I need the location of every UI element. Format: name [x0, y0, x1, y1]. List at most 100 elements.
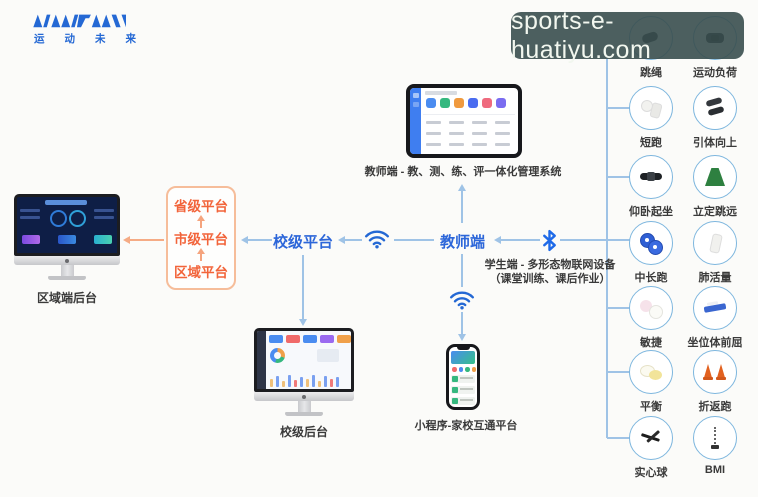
tablet-cell — [426, 143, 441, 146]
phone-app-icon — [452, 367, 457, 372]
tablet-app-icon — [440, 98, 450, 108]
bluetooth-icon — [541, 229, 558, 257]
wifi-icon — [449, 290, 475, 315]
school-backend-screen — [254, 328, 354, 392]
distance-run-icon — [637, 229, 665, 257]
device-circle-sprint — [629, 86, 673, 130]
device-label: 敏捷 — [640, 337, 662, 349]
phone-app-icon — [465, 367, 470, 372]
teacher-tablet — [406, 84, 522, 158]
device-label: 平衡 — [640, 401, 662, 413]
tablet-app-icon — [468, 98, 478, 108]
tablet-cell — [472, 132, 487, 135]
teacher-to-tablet-line — [461, 190, 463, 223]
miniprogram-phone — [446, 344, 480, 410]
device-label: 肺活量 — [698, 272, 732, 284]
medicine-ball-icon — [637, 424, 665, 452]
brand-logo-mark — [33, 14, 126, 28]
imac-base — [48, 276, 86, 280]
tablet-cell — [426, 121, 441, 124]
school-to-backend-line — [302, 255, 304, 319]
device-circle-medicine-ball — [629, 416, 673, 460]
dash-chip — [337, 335, 351, 343]
device-circle-balance — [629, 350, 673, 394]
device-label: BMI — [704, 464, 726, 476]
tablet-divider — [423, 114, 515, 115]
device-label: 中长跑 — [634, 272, 668, 284]
tablet-cell — [449, 132, 464, 135]
school-to-box-line — [248, 239, 272, 241]
region-backend-label: 区域端后台 — [36, 291, 97, 305]
dash-bar — [276, 376, 279, 387]
phone-list-item — [451, 375, 475, 383]
imac-stand — [60, 265, 74, 276]
dash-sidebar — [257, 331, 266, 389]
tablet-app-icon — [482, 98, 492, 108]
dash-chip — [320, 335, 334, 343]
device-circle-bmi — [693, 416, 737, 460]
device-label: 坐位体前屈 — [687, 337, 743, 349]
standing-long-jump-icon — [701, 163, 729, 191]
dash-stat-bar — [20, 216, 40, 219]
student-devices-caption-line2: （课堂训练、课后作业） — [489, 273, 611, 285]
up-arrow — [197, 248, 205, 261]
box-to-region-line — [130, 239, 164, 241]
device-label: 实心球 — [634, 467, 668, 479]
miniprogram-label: 小程序-家校互通平台 — [414, 420, 518, 432]
device-label: 仰卧起坐 — [629, 206, 673, 218]
imac-chin — [14, 256, 120, 265]
tablet-cell — [495, 121, 510, 124]
tablet-app-icon — [496, 98, 506, 108]
dash-bar — [306, 379, 309, 387]
dash-chip — [269, 335, 283, 343]
student-devices-caption-line1: 学生端 - 多形态物联网设备 — [484, 259, 616, 271]
device-label: 立定跳远 — [693, 206, 737, 218]
tablet-cell — [472, 143, 487, 146]
city-platform-node: 市级平台 — [174, 232, 228, 247]
bus-stub-row3 — [607, 176, 630, 178]
wifi-icon — [364, 229, 390, 254]
dash-bar — [300, 377, 303, 387]
bluetooth-bus-line — [560, 239, 630, 241]
dash-title-bar — [45, 200, 87, 205]
province-platform-node: 省级平台 — [174, 199, 228, 214]
devices-bus-line — [606, 59, 608, 438]
wifi-to-phone-head — [458, 334, 466, 341]
pull-up-icon — [701, 94, 729, 122]
dash-card — [317, 349, 339, 362]
region-backend-screen — [14, 194, 120, 256]
device-label: 运动负荷 — [693, 67, 737, 79]
phone-app-icon — [471, 367, 476, 372]
bmi-icon — [701, 424, 729, 452]
dash-gauge — [50, 210, 67, 227]
school-to-backend-head — [299, 319, 307, 326]
device-label: 短跑 — [640, 137, 662, 149]
dash-bar — [312, 375, 315, 387]
device-circle-shuttle-run — [693, 350, 737, 394]
dash-card — [94, 235, 112, 244]
device-circle-standing-long-jump — [693, 155, 737, 199]
arrow-bt-to-teacher-head — [494, 236, 501, 244]
dash-card — [22, 235, 40, 244]
watermark-url: sports-e-huatiyu.com — [511, 6, 652, 64]
bus-stub-row5 — [607, 307, 630, 309]
device-circle-agility — [629, 286, 673, 330]
up-arrow — [197, 215, 205, 228]
device-circle-lung-capacity — [693, 221, 737, 265]
gov-platform-box: 省级平台 市级平台 区域平台 — [166, 186, 236, 290]
dash-bar — [270, 379, 273, 387]
bus-stub-row7 — [607, 437, 630, 439]
phone-banner-card — [451, 351, 475, 364]
imac-base — [285, 412, 323, 416]
teacher-to-phonewifi-line — [461, 254, 463, 287]
phone-list-item — [451, 386, 475, 394]
dash-chip — [286, 335, 300, 343]
tablet-label: 教师端 - 教、测、练、评一体化管理系统 — [364, 166, 562, 178]
dash-bar — [324, 376, 327, 387]
dash-bar — [294, 380, 297, 387]
dash-chip — [303, 335, 317, 343]
wifi-to-school-line — [345, 239, 362, 241]
brand-logo: 运动未来 — [27, 11, 156, 46]
brand-logo-text: 运动未来 — [34, 33, 156, 45]
tablet-sidebar — [410, 88, 421, 154]
